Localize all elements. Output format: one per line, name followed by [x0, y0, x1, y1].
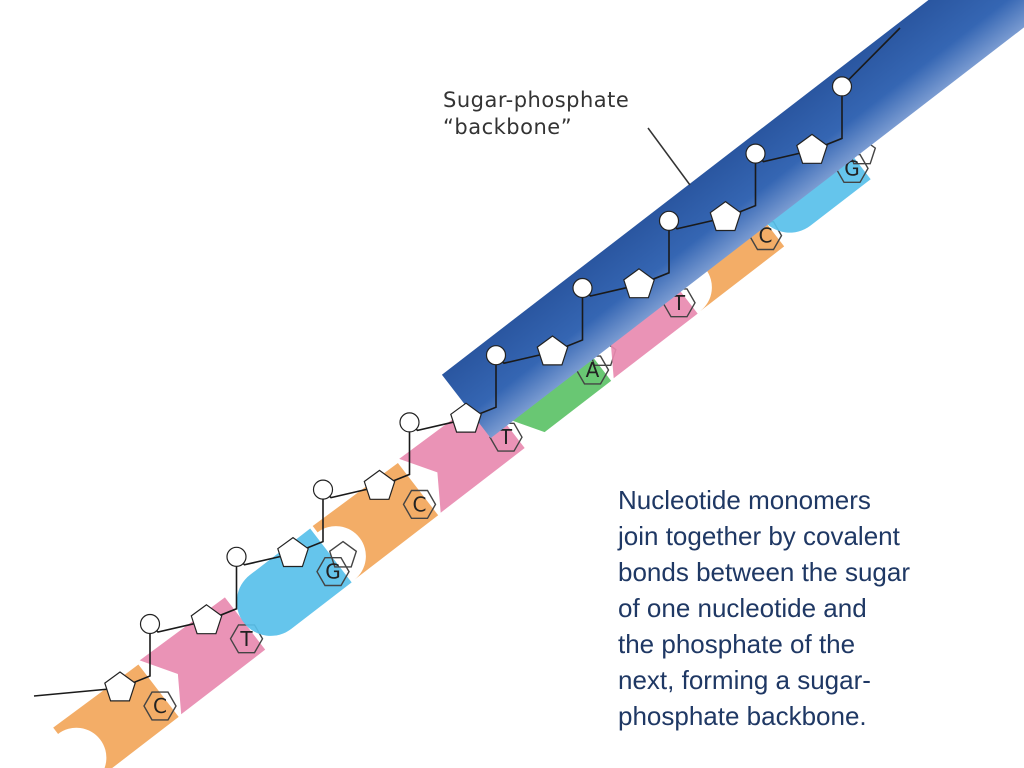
backbone-band	[441, 0, 1024, 439]
base-letter: T	[672, 291, 686, 315]
phosphate-circle	[312, 479, 334, 500]
caption-line: join together by covalent	[618, 521, 900, 551]
backbone-lines	[33, 27, 901, 697]
phosphate-circle	[485, 345, 507, 366]
base-letter: C	[413, 492, 427, 516]
base-letter: T	[239, 627, 253, 651]
backbone-label-line-2: “backbone”	[443, 115, 573, 139]
nucleotide-base	[236, 528, 352, 636]
sugar-pentagon	[623, 268, 655, 299]
backbone-chain-line	[33, 27, 901, 697]
phosphate-circle	[226, 546, 247, 567]
sugar-pentagon	[450, 402, 482, 433]
phosphate-circle	[139, 613, 161, 635]
base-ring-hexagon	[402, 489, 437, 519]
backbone-label-line-1: Sugar-phosphate	[443, 88, 630, 112]
label-pointer-line	[647, 127, 691, 186]
sugar-pentagon	[796, 133, 828, 164]
sugar-pentagon	[190, 604, 223, 635]
nucleotide-base-shape	[53, 664, 179, 768]
caption-line: the phosphate of the	[618, 629, 856, 659]
base-ring-hexagon	[489, 422, 523, 452]
caption-line: bonds between the sugar	[618, 557, 910, 587]
nucleotide-base-shape	[312, 462, 439, 580]
nucleotide-base	[139, 597, 266, 715]
sugar-pentagon	[536, 335, 569, 366]
caption: Nucleotide monomers join together by cov…	[618, 482, 998, 734]
caption-line: phosphate backbone.	[618, 701, 867, 731]
nucleotide-base-shape	[139, 597, 266, 715]
base-letter: C	[759, 224, 773, 248]
phosphate-circle	[399, 412, 420, 433]
nucleotide-base	[312, 462, 439, 580]
base-letter: T	[499, 425, 513, 449]
base-ring-hexagon	[143, 691, 177, 721]
base-letter: A	[586, 358, 600, 382]
sugar-pentagon	[277, 536, 309, 568]
phosphate-circle	[572, 277, 593, 299]
phosphate-circle	[658, 210, 680, 231]
nucleotide-base-shape	[236, 528, 352, 636]
sugar-pentagon	[709, 200, 742, 232]
nucleotide-base	[53, 664, 179, 768]
sugar-pentagon	[104, 671, 136, 702]
base-ring-pentagon	[328, 540, 358, 568]
base-letter: G	[325, 560, 341, 584]
base-ring-hexagon	[316, 557, 350, 587]
sugar-pentagon	[363, 469, 396, 500]
backbone-label: Sugar-phosphate “backbone”	[443, 87, 629, 141]
base-letter: C	[153, 694, 167, 718]
phosphate-circle	[831, 76, 853, 97]
sugar-layer	[104, 76, 853, 702]
caption-line: next, forming a sugar-	[618, 665, 871, 695]
caption-line: of one nucleotide and	[618, 593, 867, 623]
phosphate-circle	[745, 143, 766, 164]
caption-line: Nucleotide monomers	[618, 485, 871, 515]
